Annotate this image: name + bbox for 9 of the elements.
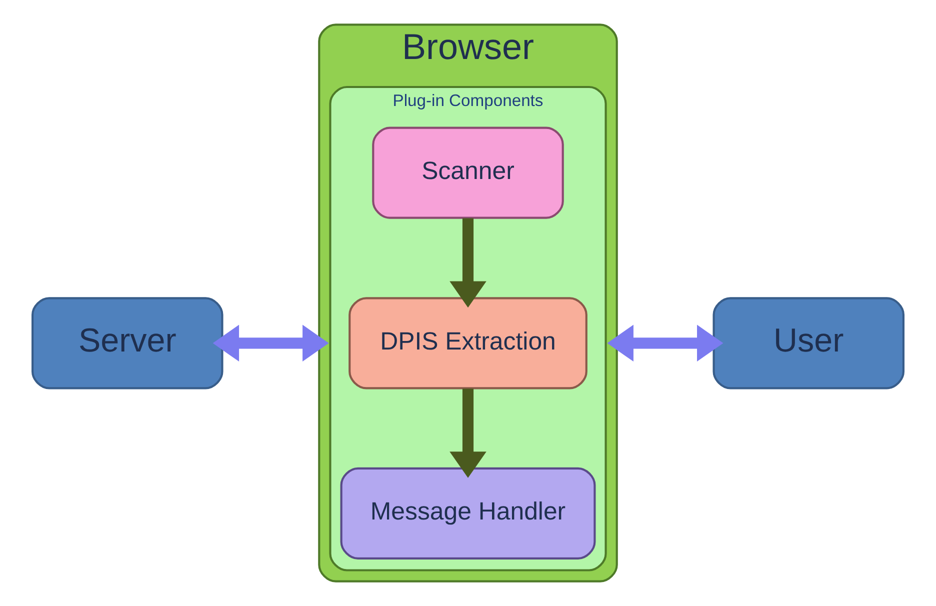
arrow	[450, 218, 486, 308]
node-box: Message Handler	[340, 467, 596, 560]
node-box: Server	[32, 297, 224, 390]
arrow	[450, 388, 486, 478]
node-box: DPIS Extraction	[348, 297, 588, 390]
node-box: Scanner	[372, 126, 564, 219]
arrow	[607, 324, 724, 362]
node-box: User	[712, 297, 904, 390]
arrow	[212, 324, 329, 362]
